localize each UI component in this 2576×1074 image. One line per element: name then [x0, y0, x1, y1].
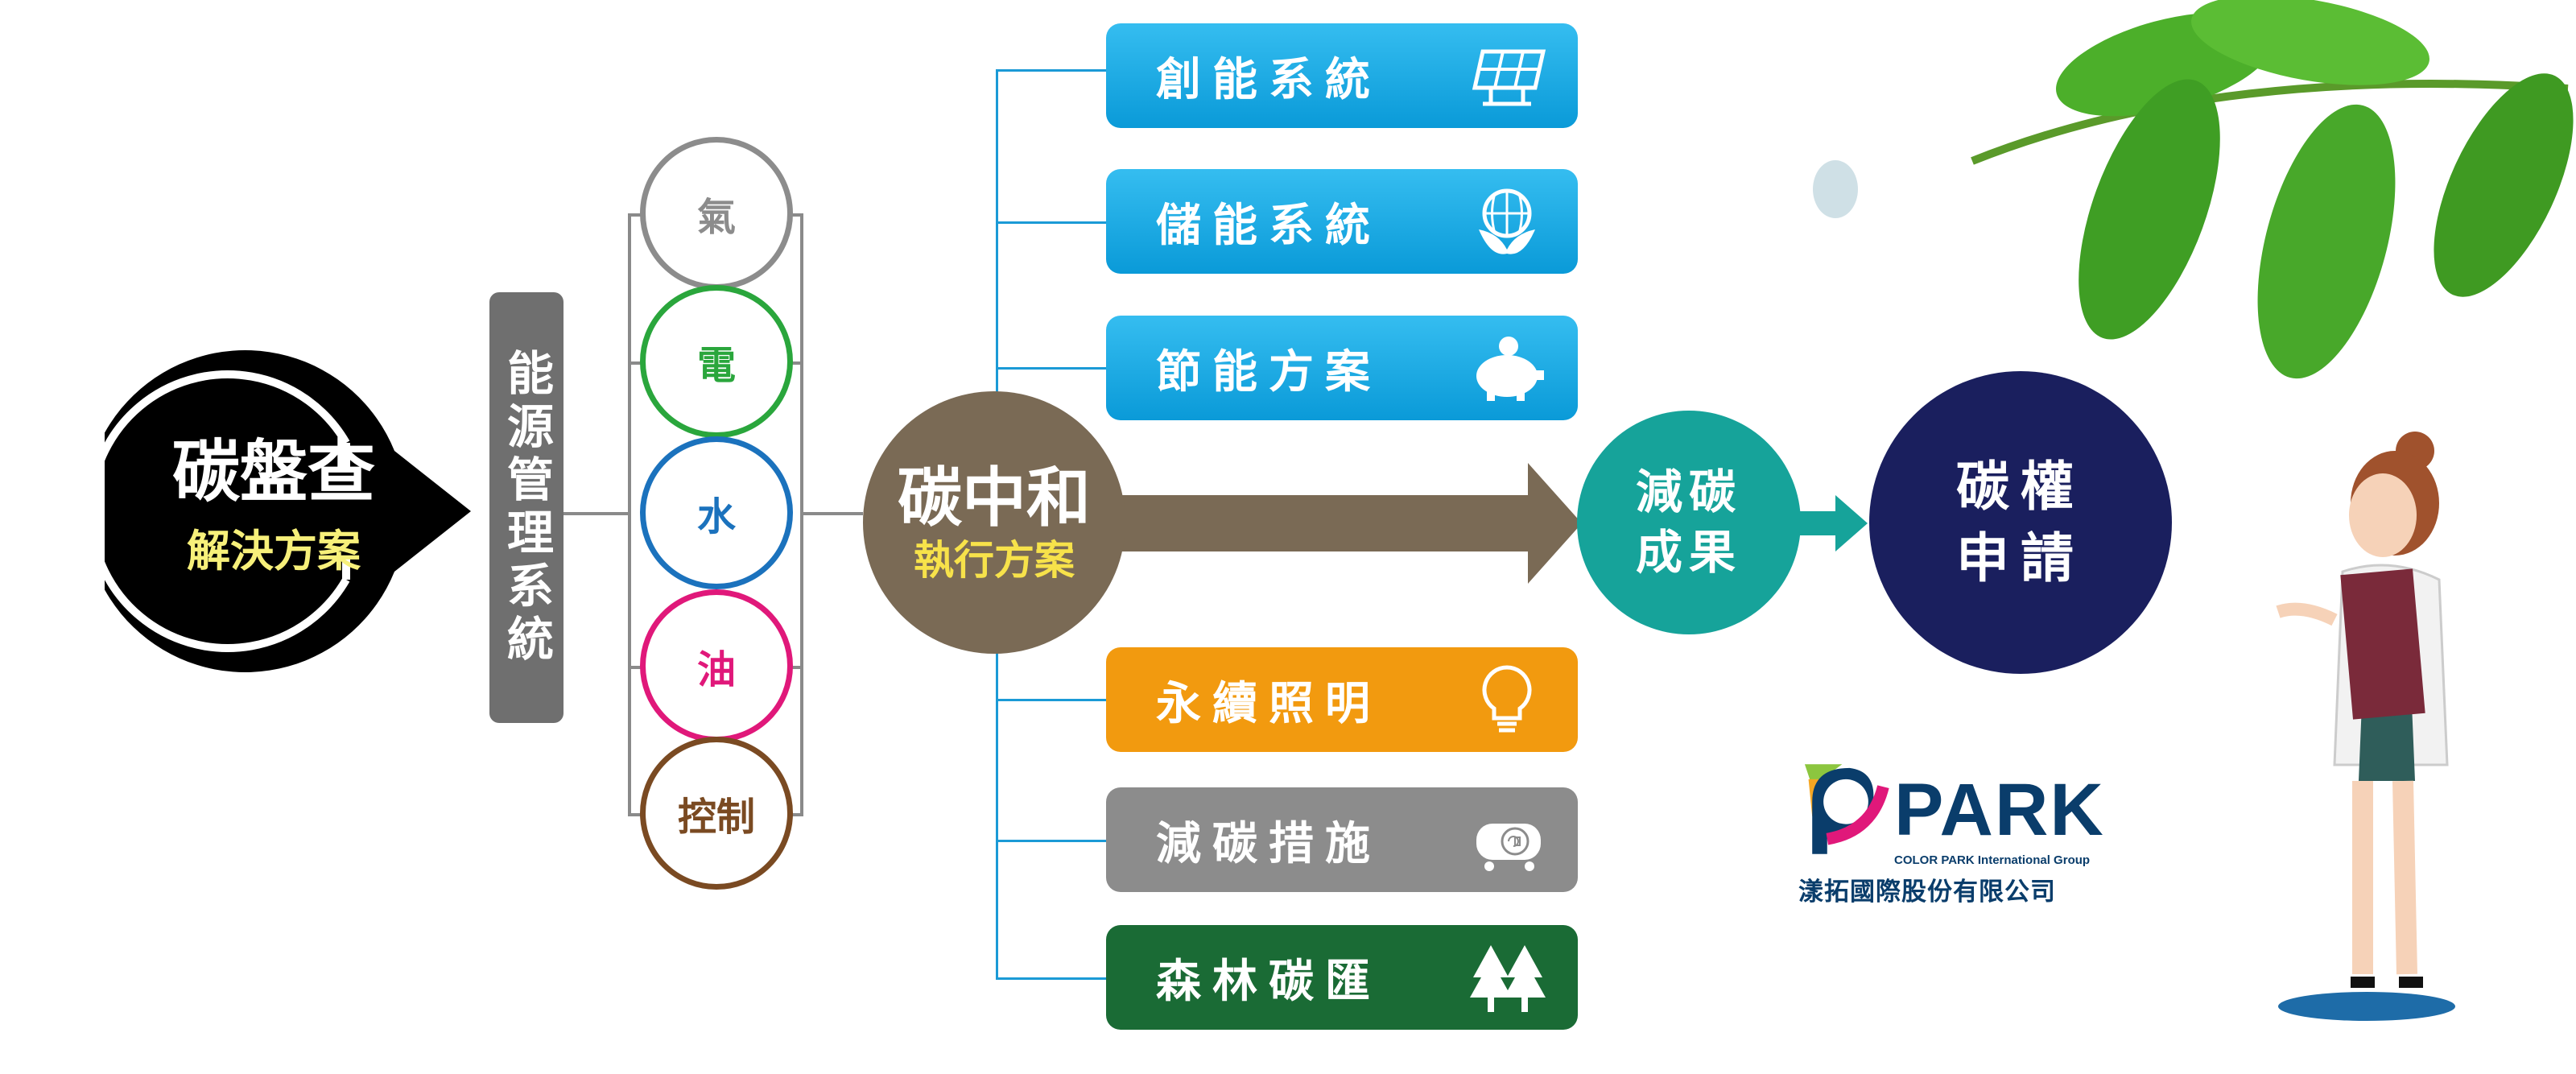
solution-label: 森林碳匯 — [1156, 955, 1381, 1008]
start-title: 碳盤查 — [171, 432, 375, 511]
piggy-bank-icon — [1476, 337, 1544, 401]
businesswoman-illustration — [2276, 432, 2455, 1021]
solution-energy-storage: 儲能系統 — [1106, 169, 1578, 274]
final-circle: 碳權 申請 — [1869, 371, 2172, 674]
result-arrow — [1787, 495, 1868, 551]
solar-panel-icon — [1472, 49, 1546, 106]
center-title: 碳中和 — [898, 460, 1091, 535]
green-leaves-image — [1813, 0, 2574, 379]
final-line1: 碳權 — [1956, 455, 2085, 518]
resource-gas: 氣 — [640, 137, 793, 290]
company-logo: PARK COLOR PARK International Group 漾拓國際… — [1794, 749, 2132, 922]
start-arrow-circle — [105, 350, 471, 672]
solution-label: 儲能系統 — [1156, 199, 1381, 252]
solution-forest-carbon-sink: 森林碳匯 — [1106, 925, 1578, 1030]
center-circle: 碳中和 執行方案 — [863, 391, 1125, 654]
resource-oil: 油 — [640, 589, 793, 742]
result-line2: 成果 — [1635, 525, 1742, 580]
center-subtitle: 執行方案 — [914, 536, 1075, 584]
final-line2: 申請 — [1956, 527, 2085, 589]
start-subtitle: 解決方案 — [187, 526, 361, 576]
solution-label: 減碳措施 — [1156, 817, 1381, 870]
solution-label: 節能方案 — [1156, 345, 1381, 399]
globe-leaf-icon — [1479, 188, 1535, 254]
resource-control: 控制 — [640, 737, 793, 890]
logo-company-name: 漾拓國際股份有限公司 — [1798, 878, 2056, 907]
solution-label: 創能系統 — [1156, 53, 1381, 106]
logo-tagline: COLOR PARK International Group — [1894, 853, 2091, 867]
light-bulb-icon — [1482, 665, 1532, 733]
energy-management-label: 能源管理系統 — [499, 348, 554, 667]
energy-management-bar: 能源管理系統 — [489, 292, 564, 723]
logo-brand: PARK — [1894, 769, 2105, 851]
co2-tank-icon — [1476, 824, 1541, 871]
result-line1: 減碳 — [1635, 464, 1742, 519]
solution-energy-saving: 節能方案 — [1106, 316, 1578, 420]
solution-sustainable-lighting: 永續照明 — [1106, 647, 1578, 752]
resource-electricity: 電 — [640, 285, 793, 438]
trees-icon — [1470, 945, 1546, 1012]
result-circle: 減碳 成果 — [1577, 411, 1801, 634]
park-logo-mark — [1804, 764, 1889, 854]
resource-water: 水 — [640, 436, 793, 589]
flow-arrow — [1087, 463, 1582, 584]
solution-carbon-reduction: 減碳措施 — [1106, 787, 1578, 892]
solution-label: 永續照明 — [1156, 677, 1381, 730]
solution-energy-generation: 創能系統 — [1106, 23, 1578, 128]
